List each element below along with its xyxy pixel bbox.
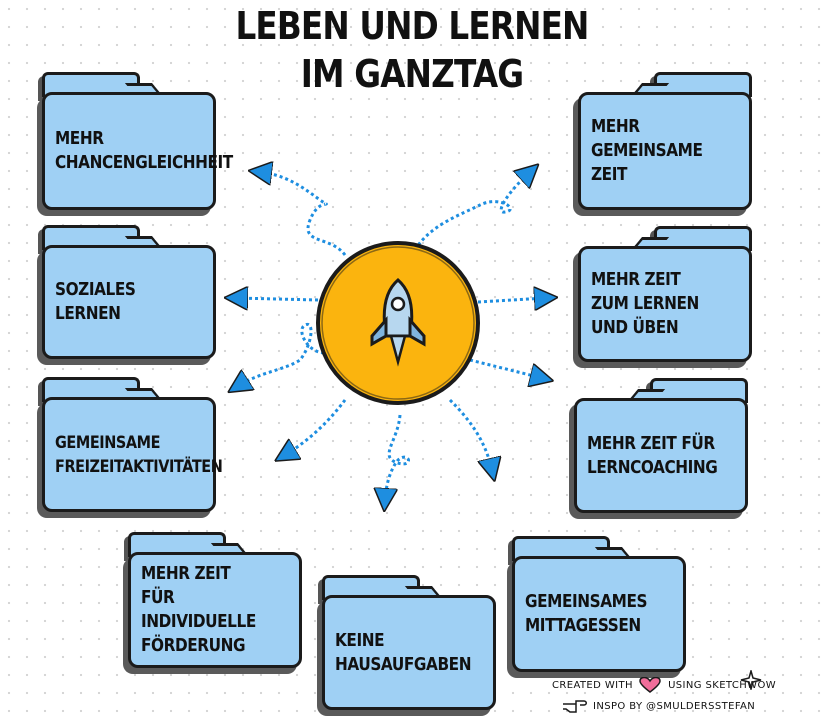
folder-label: GEMEINSAMES MITTAGESSEN — [525, 591, 648, 636]
arrow-top-left — [260, 172, 347, 256]
folder-chancengleichheit: MEHR CHANCENGLEICHHEIT — [42, 72, 233, 210]
folder-hausaufgaben: KEINE HAUSAUFGABEN — [322, 575, 496, 710]
rocket-icon — [370, 278, 426, 367]
folder-label: MEHR GEMEINSAME ZEIT — [591, 116, 703, 185]
folder-freizeit: GEMEINSAME FREIZEITAKTIVITÄTEN — [42, 377, 223, 512]
folder-label: MEHR CHANCENGLEICHHEIT — [55, 128, 233, 173]
arrow-bottom-left — [285, 399, 347, 455]
arrow-right — [477, 298, 546, 302]
folder-label: MEHR ZEIT FÜR LERNCOACHING — [587, 432, 718, 478]
title-line-1: LEBEN UND LERNEN — [235, 4, 589, 48]
arrow-bottom-right — [448, 398, 492, 470]
sparkle-icon — [740, 670, 762, 690]
arrow-lower-right — [469, 358, 542, 378]
pointing-hand-icon — [563, 700, 587, 713]
folder-label: MEHR ZEIT FÜR INDIVIDUELLE FÖRDERUNG — [141, 563, 256, 656]
folder-lernen-ueben: MEHR ZEIT ZUM LERNEN UND ÜBEN — [578, 226, 752, 362]
folder-soziales-lernen: SOZIALES LERNEN — [42, 225, 216, 359]
folder-label: KEINE HAUSAUFGABEN — [335, 629, 472, 675]
credit-created-prefix: CREATED WITH — [552, 680, 633, 691]
credit-inspo: INSPO BY @SMULDERSSTEFAN — [593, 701, 756, 712]
arrow-bottom — [385, 414, 410, 500]
folder-label: MEHR ZEIT ZUM LERNEN UND ÜBEN — [591, 269, 699, 338]
arrow-top-right — [413, 172, 530, 251]
title-line-2: IM GANZTAG — [300, 52, 524, 96]
heart-icon — [639, 676, 662, 693]
credit-created: CREATED WITH USING SKETCHWOW — [552, 676, 776, 693]
folder-foerderung: MEHR ZEIT FÜR INDIVIDUELLE FÖRDERUNG — [128, 532, 302, 668]
credit-created-suffix: USING SKETCHWOW — [668, 680, 776, 691]
folder-label: GEMEINSAME FREIZEITAKTIVITÄTEN — [55, 432, 223, 477]
folder-lerncoaching: MEHR ZEIT FÜR LERNCOACHING — [574, 378, 748, 513]
arrow-lower-left — [238, 322, 331, 386]
folder-gemeinsame-zeit: MEHR GEMEINSAME ZEIT — [578, 72, 752, 210]
folder-label: SOZIALES LERNEN — [55, 279, 136, 324]
folder-mittagessen: GEMEINSAMES MITTAGESSEN — [512, 536, 686, 672]
arrow-left — [236, 298, 319, 300]
